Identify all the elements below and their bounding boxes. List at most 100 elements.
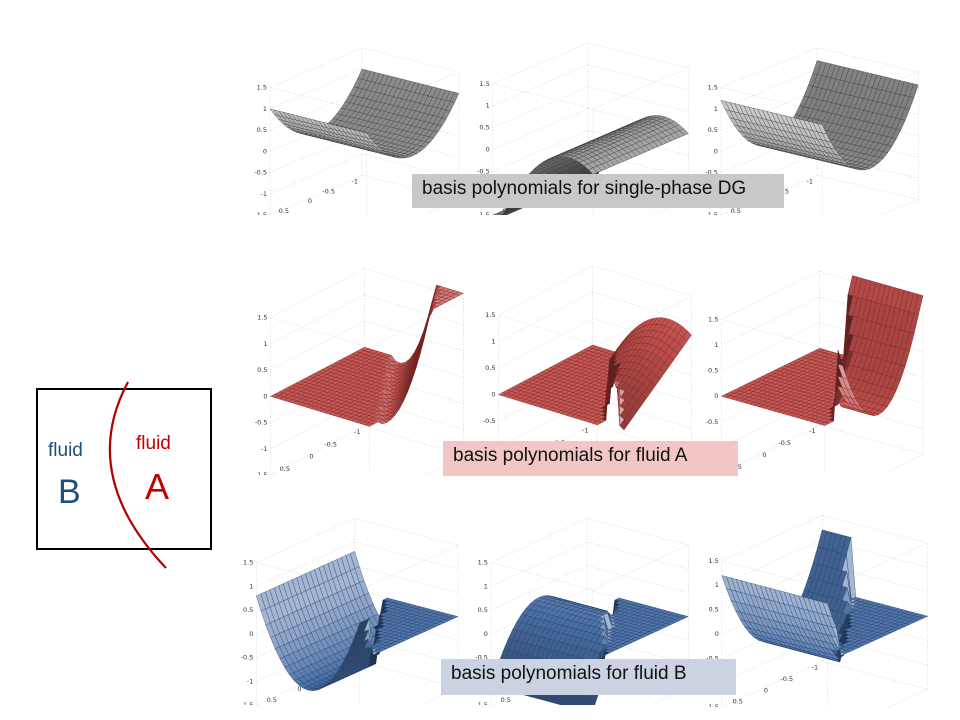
surface-mesh xyxy=(269,68,460,159)
z-tick-label: 0.5 xyxy=(243,606,253,614)
z-tick-label: -1 xyxy=(247,677,253,685)
plot-fluid-a-1-svg: 1.510.50-0.5-1-1.510.50-0.5-1-1-0.500.51 xyxy=(255,268,465,475)
z-tick-label: 0 xyxy=(484,630,488,638)
y-tick-label: 0.5 xyxy=(280,465,290,473)
z-tick-label: 1 xyxy=(714,105,718,113)
z-tick-label: 1.5 xyxy=(478,559,488,567)
y-tick-label: 0.5 xyxy=(267,696,277,704)
z-tick-label: -1.5 xyxy=(475,701,488,705)
plot-fluid-b-1-svg: 1.510.50-0.5-1-1.510.50-0.5-1-1-0.500.51 xyxy=(241,517,459,705)
y-tick-label: 0 xyxy=(764,686,768,694)
fluid-b-letter: B xyxy=(58,473,81,511)
z-tick-label: -1.5 xyxy=(706,703,719,707)
fluid-a-word: fluid xyxy=(136,433,171,454)
z-tick-label: 0.5 xyxy=(257,126,267,134)
z-tick-label: 0.5 xyxy=(708,367,718,375)
z-tick-label: 1.5 xyxy=(479,80,489,88)
z-tick-label: 1.5 xyxy=(708,84,718,92)
z-tick-label: 1 xyxy=(486,102,490,110)
interface-curve xyxy=(108,381,167,569)
y-tick-label: 0.5 xyxy=(731,207,741,215)
y-tick-label: -1 xyxy=(354,428,360,436)
surface-mesh xyxy=(721,529,929,663)
y-tick-label: -0.5 xyxy=(324,440,337,448)
z-tick-label: 1.5 xyxy=(257,84,267,92)
surface-mesh xyxy=(720,275,924,426)
z-tick-label: 0.5 xyxy=(257,366,267,374)
z-tick-label: -0.5 xyxy=(706,418,719,426)
z-tick-label: -1 xyxy=(261,190,267,198)
y-tick-label: -0.5 xyxy=(322,187,335,195)
z-tick-label: -0.5 xyxy=(241,654,254,662)
y-tick-label: -1 xyxy=(807,177,813,185)
plot-fluid-a-3-svg: 1.510.50-0.5-1-1.510.50-0.5-1-1-0.500.51 xyxy=(706,271,924,473)
fluid-b-word: fluid xyxy=(48,440,83,461)
z-tick-label: -1.5 xyxy=(255,471,268,475)
y-tick-label: 0 xyxy=(308,197,312,205)
plot-fluid-a-2: 1.510.50-0.5-1-1.510.50-0.5-1-1-0.500.51 xyxy=(478,262,703,474)
z-tick-label: -1 xyxy=(261,445,267,453)
y-tick-label: -1 xyxy=(582,426,588,434)
y-tick-label: -1 xyxy=(351,177,357,185)
z-tick-label: -0.5 xyxy=(706,654,719,662)
z-tick-label: 1.5 xyxy=(485,311,495,319)
z-tick-label: 0.5 xyxy=(479,124,489,132)
domain-box: fluid B fluid A xyxy=(36,381,212,569)
z-tick-label: 1 xyxy=(484,582,488,590)
z-tick-label: 0 xyxy=(714,147,718,155)
caption-fluid-b: basis polynomials for fluid B xyxy=(441,659,736,695)
z-tick-label: -1.5 xyxy=(705,211,718,215)
y-tick-label: 0.5 xyxy=(733,698,743,706)
surface-mesh xyxy=(498,317,692,431)
z-tick-label: -0.5 xyxy=(705,169,718,177)
z-tick-label: 0 xyxy=(491,391,495,399)
y-tick-label: 0.5 xyxy=(279,207,289,215)
y-tick-label: 0 xyxy=(309,453,313,461)
y-tick-label: 0 xyxy=(297,685,301,693)
y-tick-label: 0.5 xyxy=(501,696,511,704)
z-tick-label: -0.5 xyxy=(475,654,488,662)
plot-fluid-a-2-svg: 1.510.50-0.5-1-1.510.50-0.5-1-1-0.500.51 xyxy=(483,265,693,474)
z-tick-label: -1.5 xyxy=(254,211,267,215)
surface-mesh xyxy=(256,551,459,691)
z-tick-label: 1 xyxy=(263,105,267,113)
y-tick-label: 0 xyxy=(762,451,766,459)
z-tick-label: 1.5 xyxy=(257,314,267,322)
plot-single-1-svg: 1.510.50-0.5-1-1.510.50-0.5-1-1-0.500.51 xyxy=(254,47,460,215)
plot-single-3: 1.510.50-0.5-1-1.510.50-0.5-1-1-0.500.51 xyxy=(700,45,930,215)
z-tick-label: 0 xyxy=(715,630,719,638)
surface-mesh xyxy=(270,284,464,427)
z-tick-label: 0.5 xyxy=(708,606,718,614)
z-tick-label: 1 xyxy=(715,581,719,589)
z-tick-label: 0 xyxy=(486,145,490,153)
caption-fluid-a: basis polynomials for fluid A xyxy=(443,441,738,476)
z-tick-label: 0.5 xyxy=(485,364,495,372)
z-tick-label: 1.5 xyxy=(708,557,718,565)
axis-box xyxy=(255,517,459,705)
plot-fluid-b-3: 1.510.50-0.5-1-1.510.50-0.5-1-1-0.500.51 xyxy=(700,512,940,707)
z-tick-label: -1.5 xyxy=(477,211,490,215)
z-tick-label: -0.5 xyxy=(255,419,268,427)
z-tick-label: -0.5 xyxy=(254,169,267,177)
y-tick-label: -1 xyxy=(812,663,818,671)
plot-single-1: 1.510.50-0.5-1-1.510.50-0.5-1-1-0.500.51 xyxy=(250,45,470,215)
z-tick-label: 1 xyxy=(249,582,253,590)
z-tick-label: 1.5 xyxy=(708,315,718,323)
plot-fluid-a-1: 1.510.50-0.5-1-1.510.50-0.5-1-1-0.500.51 xyxy=(250,265,475,475)
caption-single-phase: basis polynomials for single-phase DG xyxy=(412,174,784,208)
z-tick-label: 0 xyxy=(714,392,718,400)
plot-single-3-svg: 1.510.50-0.5-1-1.510.50-0.5-1-1-0.500.51 xyxy=(705,47,920,215)
z-tick-label: 0.5 xyxy=(478,606,488,614)
axis-box xyxy=(720,271,924,473)
y-tick-label: -1 xyxy=(809,427,815,435)
z-tick-label: -0.5 xyxy=(477,167,490,175)
y-tick-label: -0.5 xyxy=(778,439,791,447)
z-tick-label: 0 xyxy=(263,392,267,400)
z-tick-label: 1 xyxy=(491,338,495,346)
z-tick-label: 1 xyxy=(263,340,267,348)
surface-mesh xyxy=(720,60,919,171)
z-tick-label: 0.5 xyxy=(708,126,718,134)
y-tick-label: -0.5 xyxy=(780,675,793,683)
z-tick-label: 1 xyxy=(714,341,718,349)
z-tick-label: -0.5 xyxy=(483,417,496,425)
